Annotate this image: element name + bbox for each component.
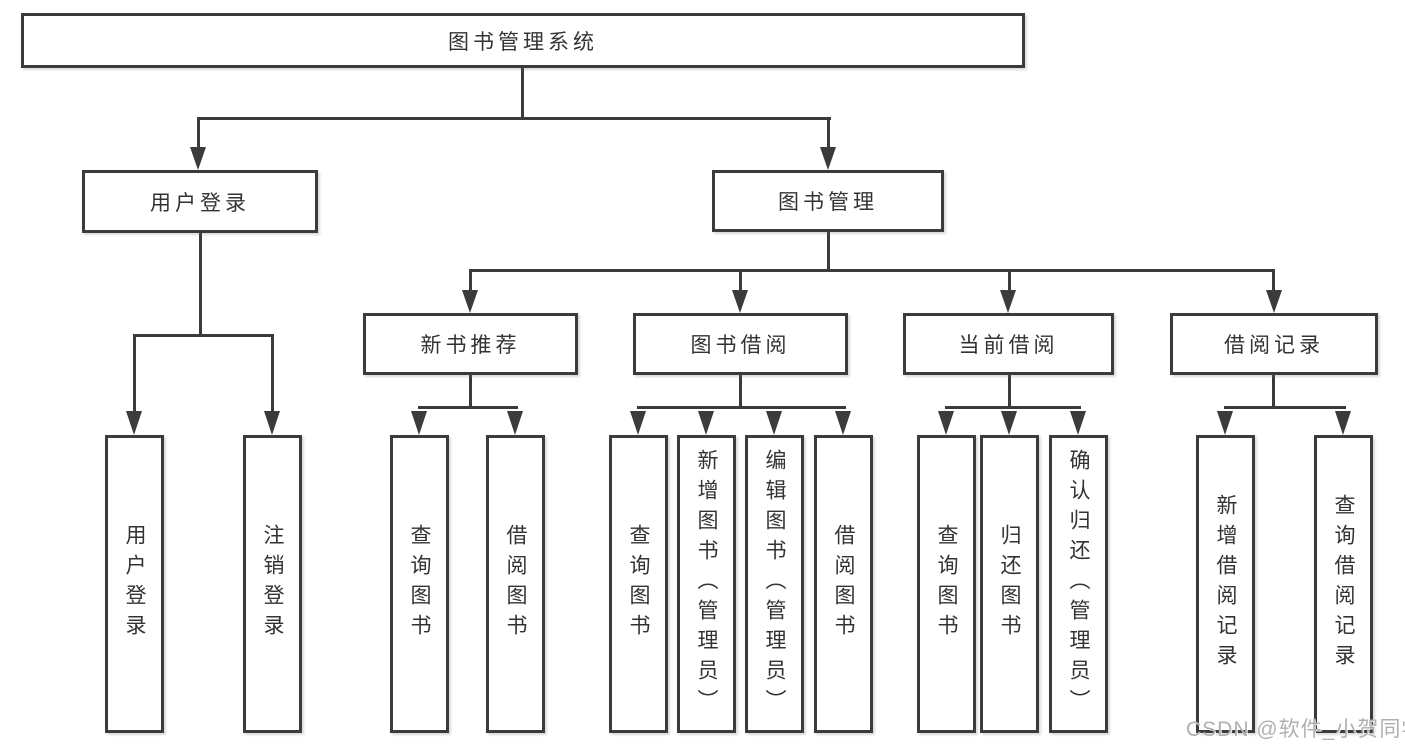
leaf-user-login: 用户登录 (105, 435, 164, 733)
connector-borrow-records-stem (1272, 374, 1275, 409)
connector-book-mgmt-stem (827, 231, 830, 272)
arrow-down-icon (766, 411, 782, 435)
leaf-return-book-label: 归还图书 (998, 524, 1021, 644)
arrow-down-icon (1000, 290, 1016, 313)
connector-user-login-bar (133, 334, 274, 337)
connector-current-borrow-bar (945, 406, 1081, 409)
leaf-edit-book-admin-label: 编辑图书（管理员） (763, 449, 786, 719)
node-book-borrowing: 图书借阅 (633, 313, 848, 375)
leaf-return-book: 归还图书 (980, 435, 1039, 733)
arrow-down-icon (820, 147, 836, 170)
leaf-query-borrow-record-label: 查询借阅记录 (1332, 494, 1355, 674)
arrow-down-icon (732, 290, 748, 313)
node-new-book-recommend: 新书推荐 (363, 313, 578, 375)
arrow-down-icon (126, 411, 142, 435)
arrow-down-icon (1335, 411, 1351, 435)
arrow-down-icon (1217, 411, 1233, 435)
leaf-edit-book-admin: 编辑图书（管理员） (745, 435, 804, 733)
leaf-borrow-books-label: 借阅图书 (832, 524, 855, 644)
leaf-borrow-books-rec-label: 借阅图书 (504, 524, 527, 644)
connector-stub-leaf-user-login (133, 334, 136, 411)
connector-stub-new-book-rec (469, 269, 472, 293)
leaf-query-books-rec-label: 查询图书 (408, 524, 431, 644)
connector-book-borrow-bar (637, 406, 846, 409)
watermark: CSDN @软件_小贺同学 (1186, 718, 1405, 741)
arrow-down-icon (835, 411, 851, 435)
arrow-down-icon (462, 290, 478, 313)
arrow-down-icon (630, 411, 646, 435)
node-user-login-label: 用户登录 (150, 191, 250, 215)
leaf-borrow-books: 借阅图书 (814, 435, 873, 733)
connector-borrow-records-bar (1224, 406, 1346, 409)
leaf-logout-label: 注销登录 (261, 524, 284, 644)
leaf-confirm-return-admin-label: 确认归还（管理员） (1067, 449, 1090, 719)
leaf-query-books-current: 查询图书 (917, 435, 976, 733)
connector-stub-current-borrow (1008, 269, 1011, 293)
node-book-management: 图书管理 (712, 170, 944, 232)
connector-new-book-rec-bar (418, 406, 518, 409)
node-book-management-label: 图书管理 (778, 191, 878, 214)
arrow-down-icon (1001, 411, 1017, 435)
leaf-query-books-borrow: 查询图书 (609, 435, 668, 733)
node-user-login: 用户登录 (82, 170, 318, 233)
leaf-confirm-return-admin: 确认归还（管理员） (1049, 435, 1108, 733)
node-borrowing-records: 借阅记录 (1170, 313, 1378, 375)
connector-stub-borrow-records (1272, 269, 1275, 293)
node-current-borrowing-label: 当前借阅 (958, 334, 1059, 357)
node-current-borrowing: 当前借阅 (903, 313, 1114, 375)
leaf-query-books-current-label: 查询图书 (935, 524, 958, 644)
connector-stub-book-borrow (739, 269, 742, 293)
connector-book-borrow-stem (739, 374, 742, 409)
connector-user-login-stem (199, 232, 202, 337)
node-borrowing-records-label: 借阅记录 (1224, 334, 1324, 357)
leaf-logout: 注销登录 (243, 435, 302, 733)
node-root: 图书管理系统 (21, 13, 1025, 68)
leaf-add-borrow-record-label: 新增借阅记录 (1214, 494, 1237, 674)
arrow-down-icon (411, 411, 427, 435)
connector-stub-leaf-logout (271, 334, 274, 411)
node-new-book-recommend-label: 新书推荐 (420, 334, 521, 357)
connector-current-borrow-stem (1008, 374, 1011, 409)
leaf-add-borrow-record: 新增借阅记录 (1196, 435, 1255, 733)
node-book-borrowing-label: 图书借阅 (690, 334, 791, 357)
node-root-label: 图书管理系统 (448, 30, 598, 54)
arrow-down-icon (698, 411, 714, 435)
arrow-down-icon (938, 411, 954, 435)
arrow-down-icon (1266, 290, 1282, 313)
leaf-query-books-rec: 查询图书 (390, 435, 449, 733)
leaf-user-login-label: 用户登录 (123, 524, 146, 644)
connector-level1-bar (197, 117, 831, 120)
arrow-down-icon (264, 411, 280, 435)
connector-stub-user-login (197, 117, 200, 150)
connector-level2-bar (469, 269, 1275, 272)
leaf-add-book-admin: 新增图书（管理员） (677, 435, 736, 733)
leaf-query-borrow-record: 查询借阅记录 (1314, 435, 1373, 733)
leaf-add-book-admin-label: 新增图书（管理员） (695, 449, 718, 719)
connector-new-book-rec-stem (469, 374, 472, 409)
arrow-down-icon (507, 411, 523, 435)
leaf-query-books-borrow-label: 查询图书 (627, 524, 650, 644)
leaf-borrow-books-rec: 借阅图书 (486, 435, 545, 733)
connector-root-stem (521, 68, 524, 119)
connector-stub-book-mgmt (827, 117, 830, 150)
arrow-down-icon (190, 147, 206, 170)
arrow-down-icon (1070, 411, 1086, 435)
